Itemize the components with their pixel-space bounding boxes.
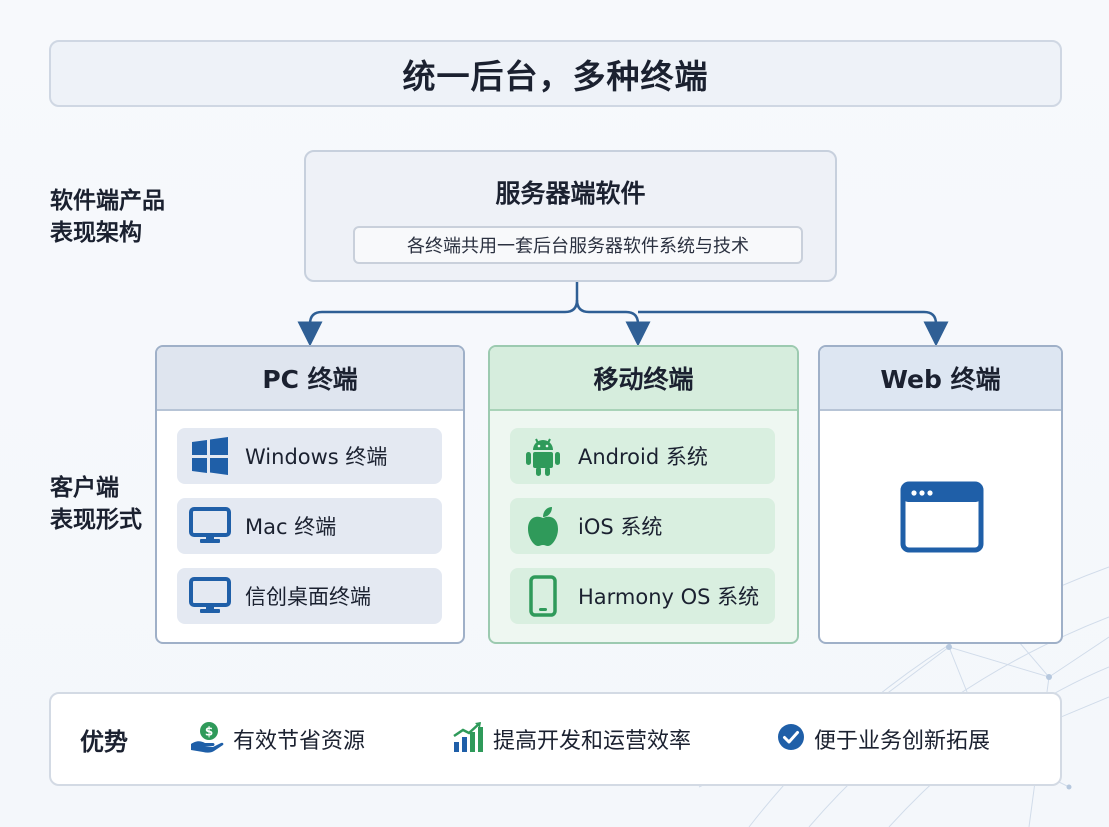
- item-label: iOS 系统: [578, 515, 663, 539]
- item-label: Android 系统: [578, 445, 708, 469]
- advantages-title: 优势: [80, 728, 128, 756]
- android-icon: [520, 436, 566, 476]
- monitor-icon: [187, 576, 233, 616]
- pc-item-windows: Windows 终端: [177, 428, 442, 484]
- web-terminal-title: Web 终端: [820, 347, 1061, 411]
- advantage-label: 便于业务创新拓展: [814, 729, 991, 754]
- server-software-box: 服务器端软件 各终端共用一套后台服务器软件系统与技术: [304, 150, 837, 282]
- side-label-client: 客户端 表现形式: [50, 472, 142, 536]
- advantage-item-save-resources: $ 有效节省资源: [189, 720, 365, 758]
- svg-text:$: $: [205, 725, 213, 739]
- mobile-item-ios: iOS 系统: [510, 498, 775, 554]
- item-label: 信创桌面终端: [245, 585, 371, 609]
- pc-terminal-title: PC 终端: [157, 347, 463, 411]
- connector-to-web: [638, 310, 949, 347]
- money-hand-icon: $: [189, 720, 225, 758]
- mobile-item-harmony: Harmony OS 系统: [510, 568, 775, 624]
- browser-window-icon: [900, 481, 984, 557]
- pc-item-mac: Mac 终端: [177, 498, 442, 554]
- pc-terminal-panel: PC 终端 Windows 终端 Mac 终端: [155, 345, 465, 644]
- title-banner: 统一后台，多种终端: [49, 40, 1062, 107]
- mobile-terminal-title: 移动终端: [490, 347, 797, 411]
- side-label-line: 表现架构: [50, 220, 142, 246]
- connector-trunk: [297, 282, 579, 347]
- windows-icon: [187, 436, 233, 476]
- monitor-icon: [187, 506, 233, 546]
- side-label-software: 软件端产品 表现架构: [50, 185, 165, 249]
- advantages-bar: 优势 $ 有效节省资源 提高开发和运营效率: [49, 692, 1062, 786]
- mobile-terminal-panel: 移动终端 Android 系统 iOS 系统: [488, 345, 799, 644]
- advantage-item-efficiency: 提高开发和运营效率: [451, 720, 691, 758]
- item-label: Mac 终端: [245, 515, 337, 539]
- server-title: 服务器端软件: [495, 179, 646, 208]
- item-label: Windows 终端: [245, 445, 388, 469]
- check-circle-icon: [776, 722, 806, 756]
- pc-item-xinchuang: 信创桌面终端: [177, 568, 442, 624]
- advantage-label: 有效节省资源: [233, 729, 366, 754]
- advantage-label: 提高开发和运营效率: [493, 729, 692, 754]
- server-subtitle: 各终端共用一套后台服务器软件系统与技术: [353, 226, 803, 264]
- web-terminal-panel: Web 终端: [818, 345, 1063, 644]
- connector-to-mobile: [575, 299, 651, 347]
- side-label-line: 表现形式: [50, 507, 142, 533]
- growth-chart-icon: [451, 720, 485, 758]
- advantage-item-innovation: 便于业务创新拓展: [776, 720, 990, 758]
- page-title: 统一后台，多种终端: [402, 56, 709, 96]
- item-label: Harmony OS 系统: [578, 585, 760, 609]
- phone-icon: [520, 575, 566, 617]
- side-label-line: 客户端: [50, 475, 119, 501]
- side-label-line: 软件端产品: [50, 188, 165, 214]
- apple-icon: [520, 506, 566, 546]
- mobile-item-android: Android 系统: [510, 428, 775, 484]
